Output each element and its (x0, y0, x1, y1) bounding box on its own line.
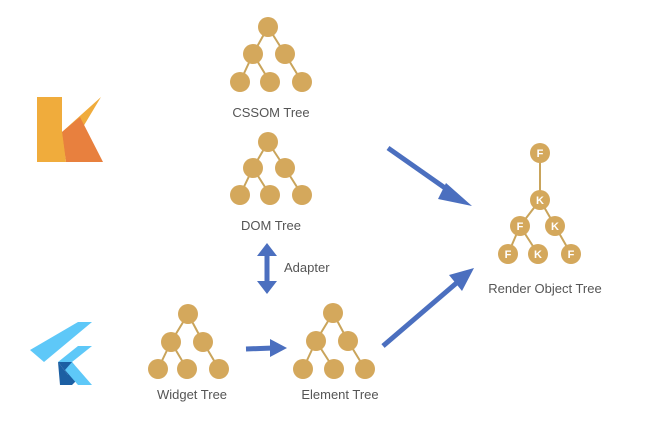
widget-tree-label: Widget Tree (157, 387, 227, 402)
render-leaf-1: F (505, 249, 512, 261)
cssom-tree-nodes (230, 17, 312, 92)
widget-to-element-arrow (245, 339, 287, 357)
element-tree-label: Element Tree (301, 387, 378, 402)
cssom-tree-label: CSSOM Tree (232, 105, 309, 120)
widget-tree-nodes (148, 304, 229, 379)
render-node-mid: K (536, 195, 544, 207)
dom-tree-nodes (230, 132, 312, 205)
adapter-label: Adapter (284, 260, 330, 275)
cssom-to-render-arrow (386, 145, 472, 206)
render-node-left: F (517, 221, 524, 233)
render-node-right: K (551, 221, 559, 233)
element-to-render-arrow (381, 268, 474, 348)
dom-tree-label: DOM Tree (241, 218, 301, 233)
adapter-arrow (257, 243, 277, 294)
flutter-logo (30, 322, 92, 385)
render-leaf-3: F (568, 249, 575, 261)
render-object-tree-label: Render Object Tree (488, 281, 601, 296)
element-tree-nodes (293, 303, 375, 379)
kotlin-logo (37, 97, 103, 162)
render-leaf-2: K (534, 249, 542, 261)
render-node-top: F (537, 148, 544, 160)
render-object-tree-nodes: F K F K F K F (498, 143, 581, 264)
